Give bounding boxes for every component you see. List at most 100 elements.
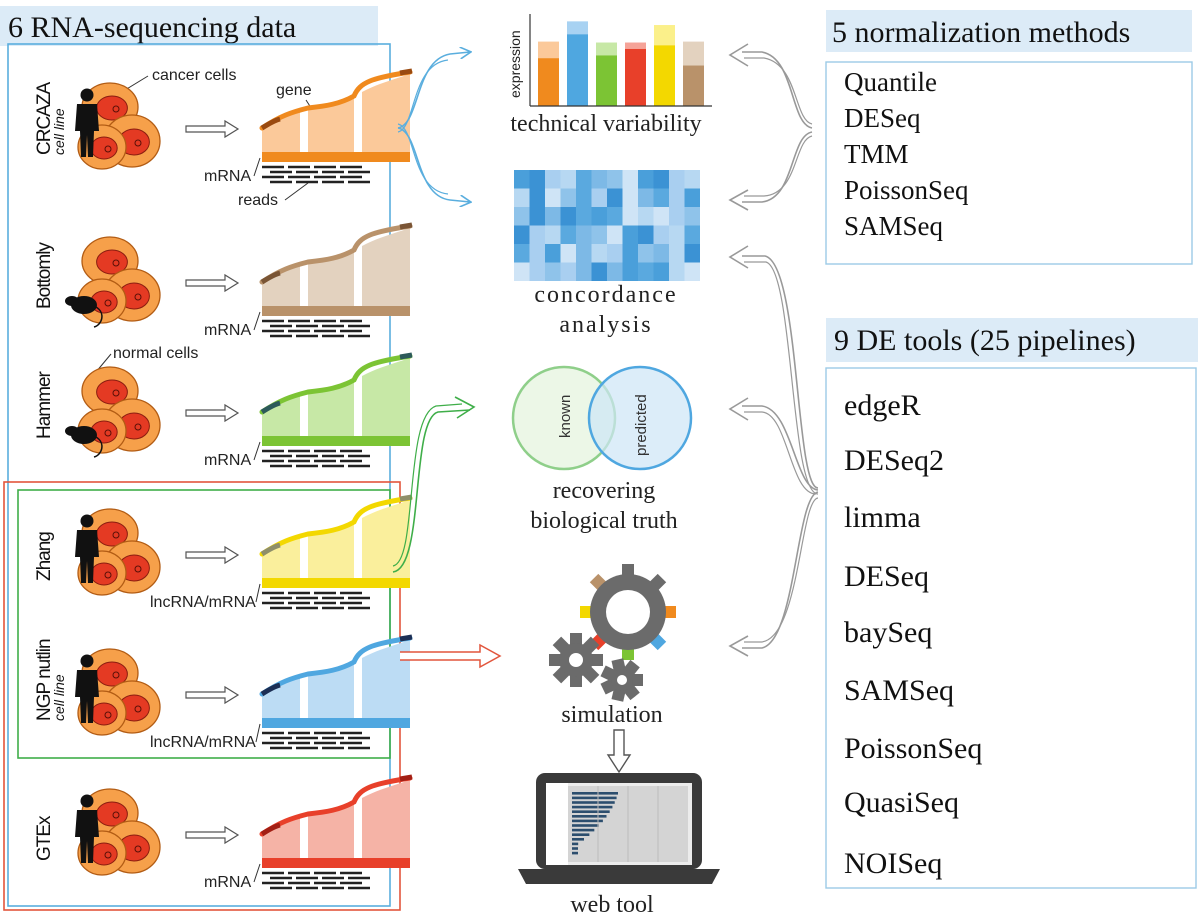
exon-bar (362, 152, 410, 162)
heatmap-cell (638, 225, 654, 244)
read-type-label: lncRNA/mRNA (150, 734, 256, 751)
heatmap-cell (591, 262, 607, 281)
coverage-plot (259, 68, 413, 162)
gene-line (259, 635, 413, 697)
heatmap-cell (591, 170, 607, 189)
heatmap-cell (529, 188, 545, 207)
heatmap-cell (607, 188, 623, 207)
heatmap-cell (560, 207, 576, 226)
heatmap-cell (560, 188, 576, 207)
gene-line (259, 775, 413, 837)
mouse-tail (93, 306, 103, 328)
biological-truth-panel: known predicted recovering biological tr… (511, 365, 693, 534)
normalization-title: 5 normalization methods (832, 16, 1130, 49)
de-tool: PoissonSeq (844, 732, 982, 765)
de-tool: NOISeq (844, 847, 942, 880)
gene-line (259, 223, 413, 285)
normalization-method: PoissonSeq (844, 175, 969, 205)
exon-area (262, 266, 300, 306)
exon-bar (262, 578, 364, 588)
heatmap-cell (684, 170, 700, 189)
venn-predicted-circle (587, 365, 693, 471)
heatmap-cell (529, 170, 545, 189)
laptop-chart-bars (572, 786, 659, 862)
bar-segment-extra (625, 42, 646, 49)
head (80, 88, 94, 102)
nucleolus (134, 293, 142, 301)
exon-area (308, 252, 354, 306)
arrow-icon (185, 545, 240, 565)
grey-arrow-de-trunk-inner (744, 261, 819, 495)
gene-line-cap (399, 68, 413, 76)
nucleolus (104, 429, 112, 437)
heatmap-cell (560, 225, 576, 244)
heatmap-cell (560, 244, 576, 263)
nucleolus (104, 851, 112, 859)
simulation-down-arrow (606, 729, 632, 774)
gear-tooth (570, 633, 582, 645)
heatmap-cell (607, 225, 623, 244)
heatmap-cell (669, 207, 685, 226)
concordance-label-line2: analysis (559, 312, 652, 338)
annotation-normal-cells: normal cells (113, 345, 198, 362)
read-type-leader (255, 723, 261, 743)
gene-line-cap (260, 116, 281, 131)
heatmap-cell (622, 170, 638, 189)
heatmap-cell (514, 170, 530, 189)
exon-area (308, 524, 354, 578)
de-tools-panel: 9 DE tools (25 pipelines) edgeRDESeq2lim… (825, 318, 1198, 889)
annotation-gene: gene (276, 82, 312, 99)
laptop-bar (572, 819, 603, 823)
exon-bar (262, 858, 364, 868)
human-silhouette-icon (75, 514, 99, 583)
heatmap-cell (669, 170, 685, 189)
heatmap-cell (684, 188, 700, 207)
concordance-panel: concordance analysis (514, 170, 700, 338)
heatmap-cell (529, 244, 545, 263)
nucleolus (112, 811, 120, 819)
heatmap-cell (684, 244, 700, 263)
human-silhouette-icon (75, 88, 99, 157)
dataset-name: Hammer (34, 370, 55, 439)
grey-arrow-de-trunk (742, 255, 819, 489)
grey-arrowhead-norm-bottom (728, 189, 749, 211)
de-tools-list: edgeRDESeq2limmaDESeqbaySeqSAMSeqPoisson… (844, 389, 982, 880)
grey-arrow-norm-bottom (742, 131, 813, 203)
blue-arrow-bottom-inner (397, 123, 449, 195)
nucleolus (112, 259, 120, 267)
grey-arrow-norm-top-inner (744, 57, 813, 125)
de-tool: edgeR (844, 389, 921, 422)
heatmap-cell (560, 170, 576, 189)
heatmap-cell (653, 262, 669, 281)
exon-bar (262, 436, 364, 446)
gear-tooth (622, 648, 634, 660)
normalization-box (825, 61, 1193, 265)
heatmap-cell (529, 225, 545, 244)
green-arrowhead (454, 396, 476, 419)
heatmap-cell (669, 225, 685, 244)
bar-segment-extra (596, 42, 617, 56)
exon-area (308, 804, 354, 858)
coverage-plot (259, 222, 413, 316)
grey-arrow-de-3 (742, 491, 819, 649)
exon-area (362, 228, 410, 306)
read-type-label: mRNA (204, 874, 251, 891)
gene-line-cap (260, 682, 281, 697)
gene-line-cap (399, 352, 413, 360)
gene-line-cap (260, 270, 281, 285)
gene-line-cap (399, 634, 413, 642)
gear-hole (606, 590, 650, 634)
grey-arrowhead-de-2 (728, 397, 749, 421)
heatmap-cell (638, 170, 654, 189)
heatmap-cell (607, 262, 623, 281)
heatmap-cell (576, 207, 592, 226)
laptop-bar (572, 828, 595, 832)
technical-variability-bars (538, 21, 704, 106)
read-type-leader (253, 157, 261, 177)
exon-bar (362, 306, 410, 316)
left-panel-banner (0, 6, 378, 46)
gene-line-cap (399, 774, 413, 782)
exon-area (362, 358, 410, 436)
